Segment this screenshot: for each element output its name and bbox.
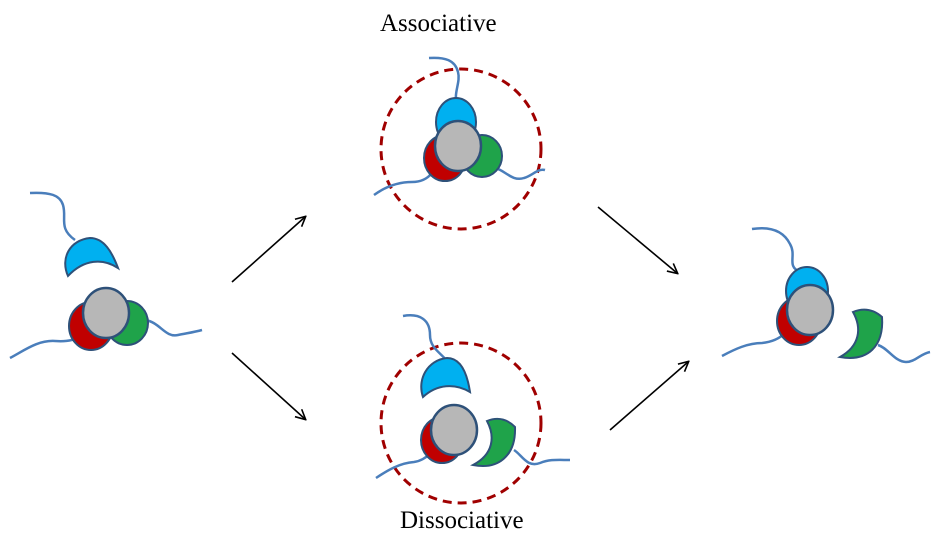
associative-label: Associative — [380, 10, 497, 37]
dissociative-intermediate — [375, 314, 571, 505]
incoming-ligand-strand — [29, 191, 76, 242]
arrow-to-associative — [231, 217, 305, 283]
green-ligand-strand — [144, 318, 203, 337]
dissociative-label: Dissociative — [400, 507, 524, 534]
blue-ligand-strand — [402, 314, 449, 363]
metal-center — [429, 403, 479, 457]
arrow-to-dissociative — [231, 352, 305, 419]
green-ligand-strand — [513, 448, 571, 466]
blue-ligand-strand — [751, 227, 801, 274]
metal-center — [81, 286, 131, 340]
incoming-blue-ligand — [64, 236, 121, 278]
metal-center — [785, 283, 835, 337]
dissociative-transition-ring — [379, 341, 543, 505]
released-ligand-strand — [877, 343, 931, 364]
red-ligand-strand — [375, 451, 433, 480]
starting-complex — [9, 191, 203, 360]
product-complex — [721, 227, 931, 364]
blue-ligand-strand — [428, 56, 460, 106]
associative-intermediate — [373, 56, 546, 231]
green-ligand-strand — [494, 166, 546, 181]
departing-green-ligand — [470, 417, 517, 467]
metal-center — [433, 119, 483, 173]
red-ligand-strand — [373, 172, 433, 197]
arrow-associative-to-product — [597, 206, 677, 273]
released-green-ligand — [837, 308, 884, 359]
red-ligand-strand — [9, 334, 81, 360]
red-ligand-strand — [721, 332, 786, 358]
outgoing-blue-ligand — [420, 356, 472, 399]
associative-transition-ring — [379, 67, 543, 231]
arrow-dissociative-to-product — [609, 362, 688, 431]
